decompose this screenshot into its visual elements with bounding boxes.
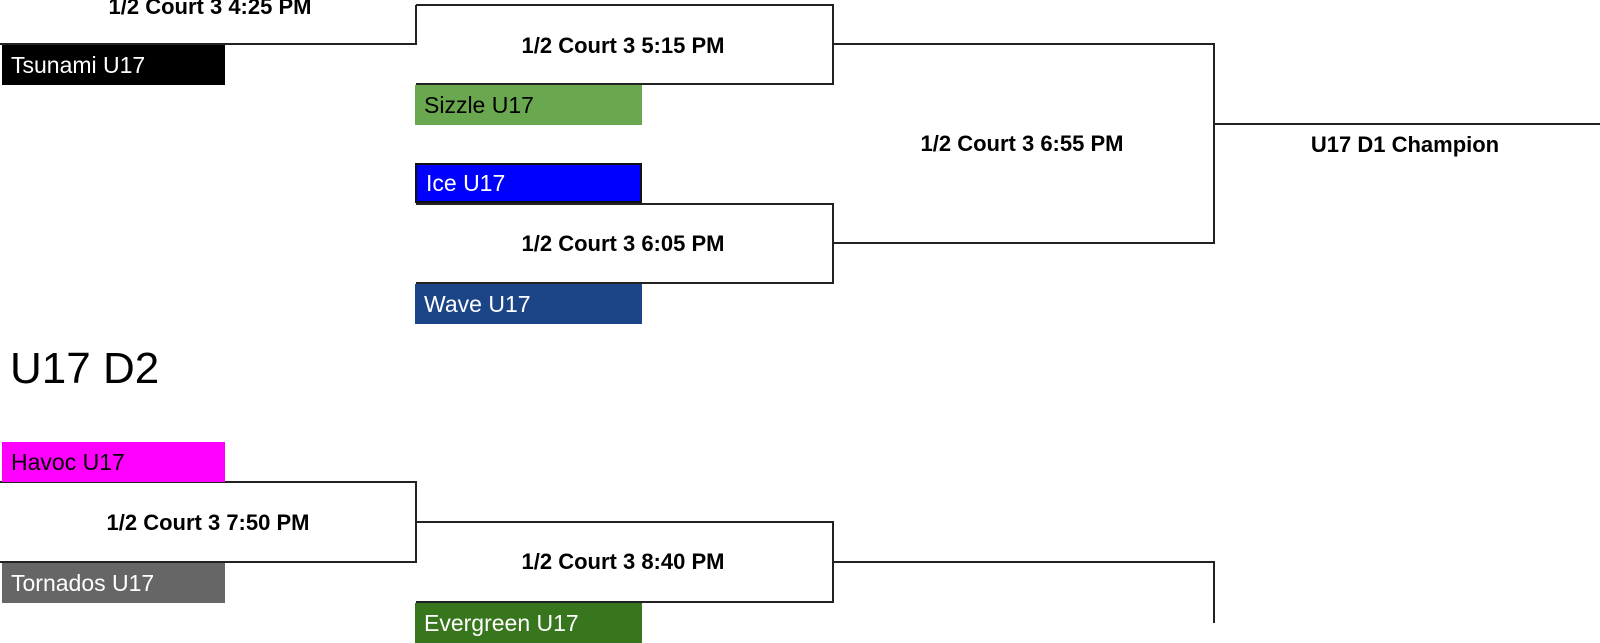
- match-label-d2-semi: 1/2 Court 3 8:40 PM: [521, 549, 725, 574]
- match-label-d1-final: 1/2 Court 3 6:55 PM: [920, 131, 1124, 156]
- match-label-d1-round1-top: 1/2 Court 3 4:25 PM: [108, 0, 312, 19]
- team-havoc: Havoc U17: [2, 442, 225, 482]
- bracket-lines: [0, 4, 1600, 623]
- match-label-d1-semi-2: 1/2 Court 3 6:05 PM: [521, 231, 725, 256]
- bracket-line-d1-r1: [0, 5, 417, 45]
- match-label-d2-round1: 1/2 Court 3 7:50 PM: [106, 510, 310, 535]
- section-title-d2: U17 D2: [10, 344, 160, 393]
- team-wave: Wave U17: [415, 284, 642, 324]
- team-tornados: Tornados U17: [2, 563, 225, 603]
- team-sizzle: Sizzle U17: [415, 85, 642, 125]
- bracket-line-d2-final: [833, 561, 1215, 623]
- bracket-line-d1-final: [833, 43, 1215, 244]
- champion-label-d1: U17 D1 Champion: [1310, 132, 1500, 157]
- team-evergreen: Evergreen U17: [415, 603, 642, 643]
- match-label-d1-semi-1: 1/2 Court 3 5:15 PM: [521, 33, 725, 58]
- team-ice: Ice U17: [415, 163, 642, 203]
- team-tsunami: Tsunami U17: [2, 45, 225, 85]
